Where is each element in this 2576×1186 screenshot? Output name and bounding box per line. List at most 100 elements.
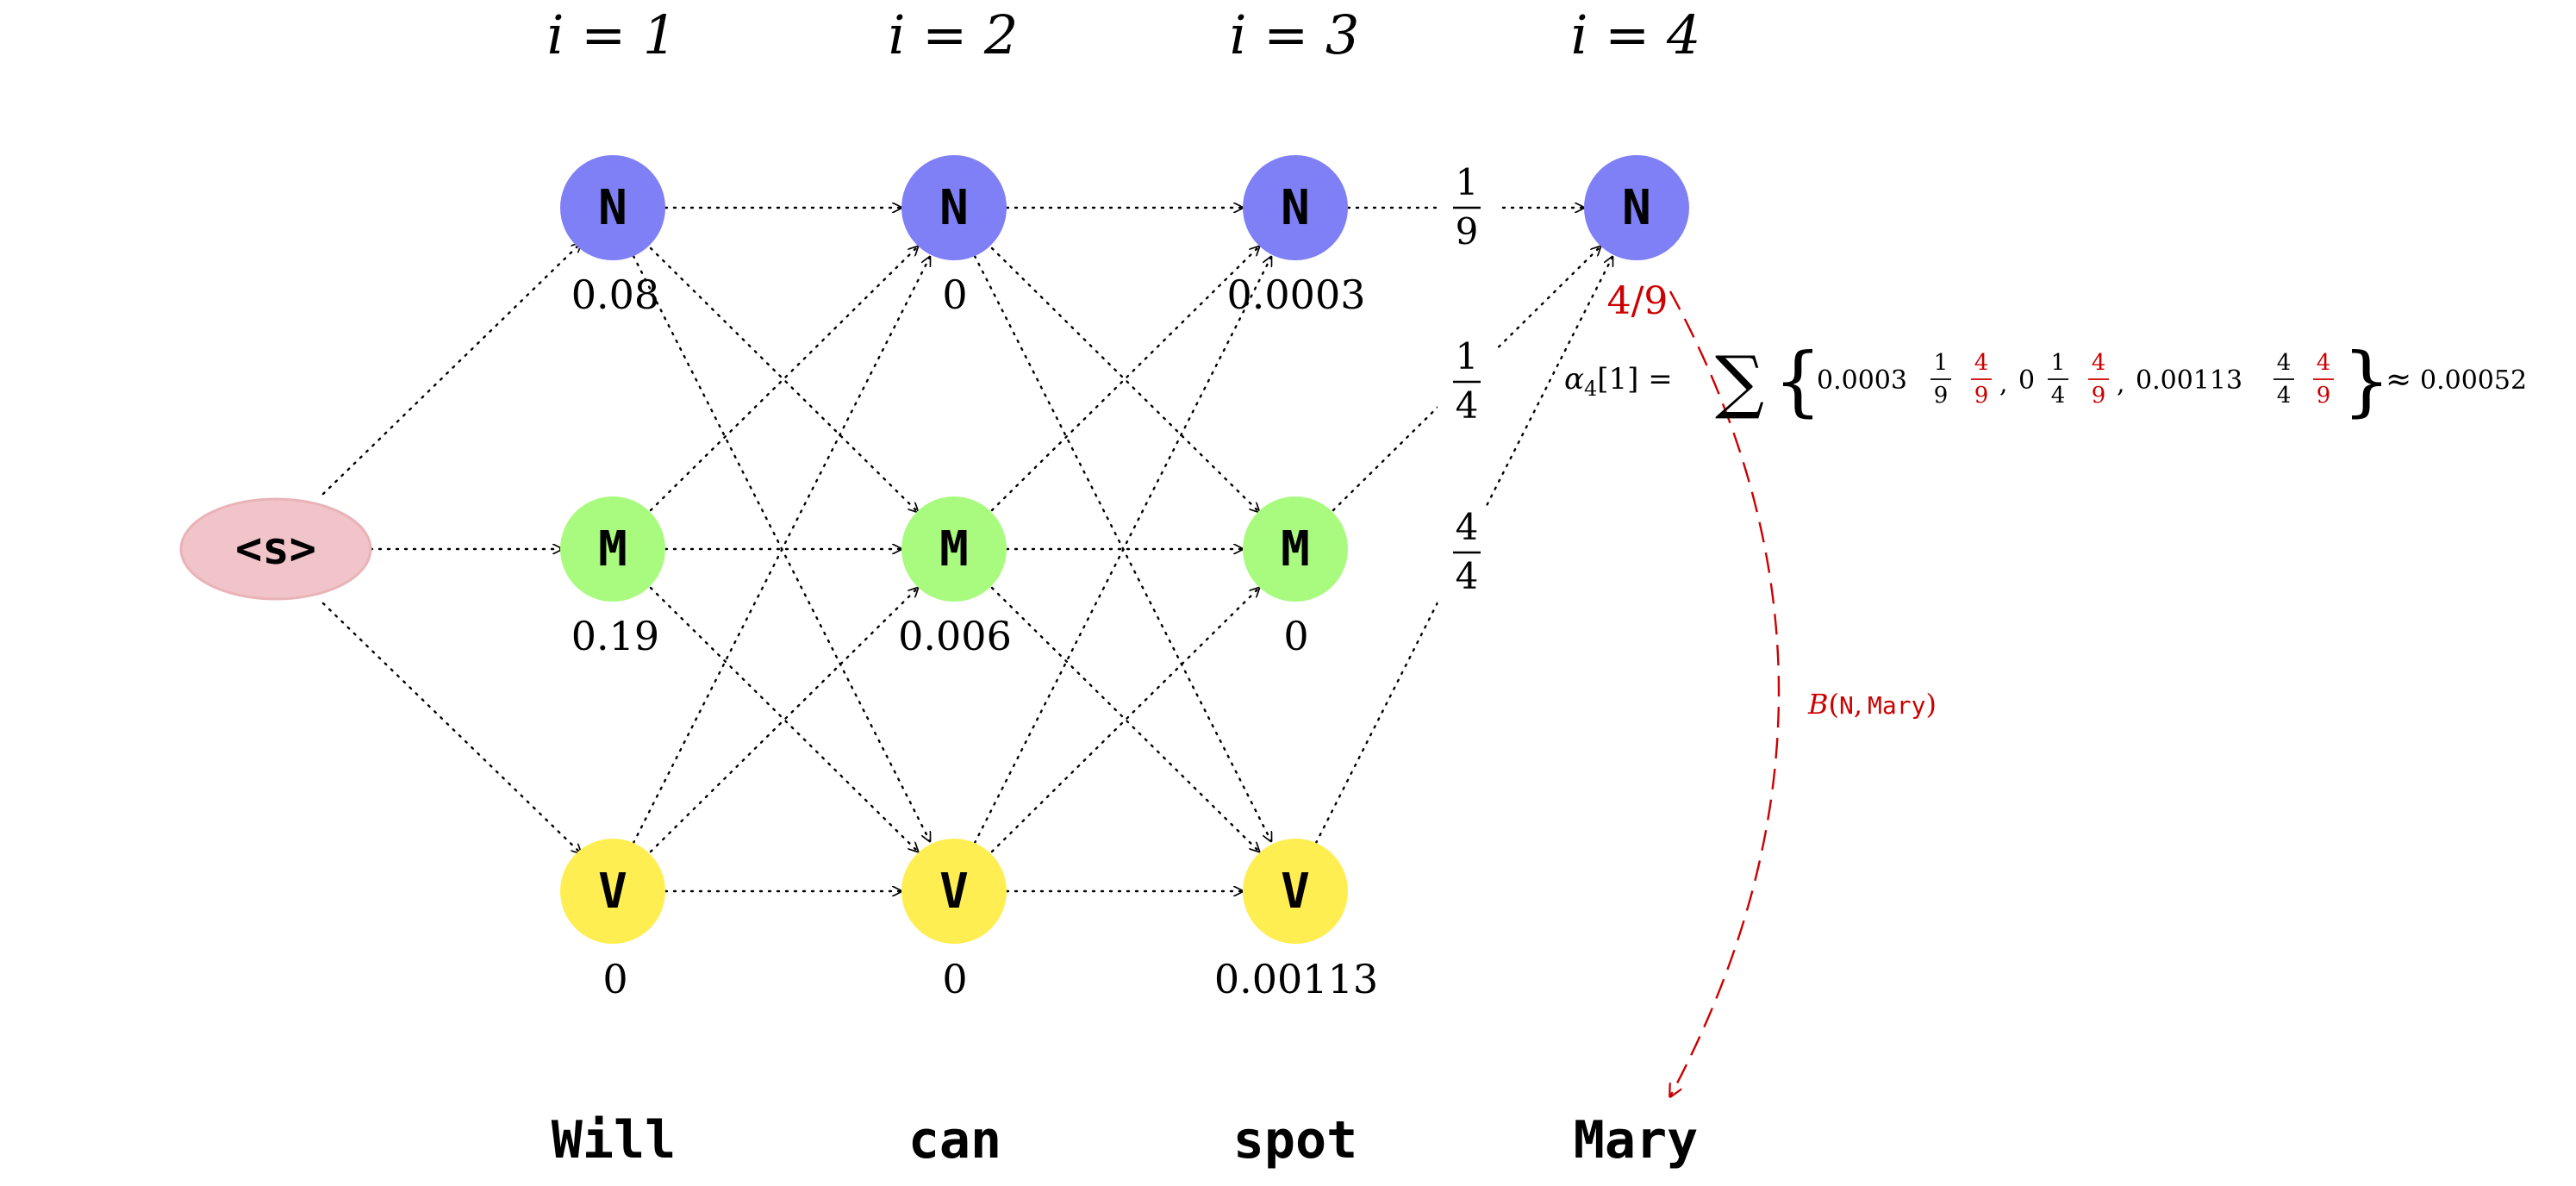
edge-start-V1 — [321, 602, 581, 853]
term-3-value: 0.00113 — [2136, 365, 2242, 396]
term-1-value: 0.0003 — [1817, 365, 1907, 396]
word-2: can — [908, 1110, 1001, 1170]
node-M-col2: M — [901, 496, 1007, 602]
node-N-col3-circle — [1243, 155, 1348, 260]
transition-prob-V-den: 4 — [1456, 555, 1479, 597]
transition-prob-V: 4 4 — [1438, 506, 1498, 603]
transition-prob-N-den: 9 — [1456, 210, 1479, 253]
node-M-col1-label: M — [598, 521, 627, 577]
node-M-col3-circle — [1243, 496, 1348, 602]
term-separator-2: , — [2117, 369, 2125, 399]
edge-M2-N3 — [990, 247, 1259, 512]
transition-prob-V-num: 4 — [1456, 506, 1479, 548]
edge-M1-V2 — [649, 586, 918, 852]
label-backdrop — [1438, 339, 1498, 434]
node-M-col2-label: M — [939, 521, 969, 577]
node-N-col3-label: N — [1281, 180, 1310, 236]
value-N-col2: 0 — [942, 272, 967, 318]
edge-M1-N2 — [649, 247, 918, 512]
term-2-em-num: 4 — [2092, 350, 2106, 376]
term-1-frac-den: 9 — [1934, 383, 1949, 409]
edge-N2-M3 — [990, 247, 1259, 512]
term-separator-1: , — [1999, 369, 2008, 399]
edge-V1-N2 — [632, 257, 930, 845]
value-V-col1: 0 — [602, 956, 627, 1002]
formula-approx: ≈ — [2386, 362, 2411, 397]
node-V-col2: V — [901, 839, 1007, 944]
edge-M3-N4 — [1332, 247, 1600, 512]
node-V-col2-circle — [901, 839, 1007, 944]
value-V-col2: 0 — [942, 956, 967, 1002]
label-backdrop — [1438, 164, 1498, 259]
emission-arrow — [1670, 290, 1781, 1096]
term-1-em-den: 9 — [1974, 383, 1989, 409]
term-3-frac-num: 4 — [2277, 350, 2292, 376]
emission-function-label: B(N,Mary) — [1807, 688, 1937, 721]
value-M-col3: 0 — [1283, 613, 1308, 659]
edge-V1-M2 — [649, 588, 918, 853]
forward-formula: α4[1] = ∑ { 0.0003 1 9 4 9 , 0 1 4 4 9 ,… — [1564, 336, 2527, 425]
term-2-value: 0 — [2018, 365, 2035, 396]
node-N-col4-label: N — [1622, 180, 1651, 236]
node-V-col3-circle — [1243, 839, 1348, 944]
node-N-col3: N — [1243, 155, 1348, 260]
formula-open-brace: { — [1774, 336, 1822, 425]
start-node-shape — [179, 497, 372, 601]
edge-V2-N3 — [973, 257, 1271, 845]
node-N-col2-label: N — [939, 180, 969, 236]
word-4: Mary — [1574, 1110, 1699, 1170]
node-M-col2-circle — [901, 496, 1007, 602]
value-M-col1: 0.19 — [571, 613, 659, 659]
word-1: Will — [552, 1110, 677, 1170]
emission-prob-label: 4/9 — [1607, 279, 1668, 323]
start-node: <s> — [179, 497, 372, 601]
value-N-col1: 0.08 — [571, 272, 659, 318]
column-header-3: i = 3 — [1230, 3, 1360, 66]
value-M-col2: 0.006 — [898, 613, 1012, 659]
transition-prob-M: 1 4 — [1438, 335, 1498, 434]
formula-sum-symbol: ∑ — [1715, 341, 1764, 421]
term-3-em-den: 9 — [2317, 383, 2331, 409]
node-V-col1: V — [560, 839, 665, 944]
transition-prob-M-den: 4 — [1456, 384, 1479, 427]
edge-V2-M3 — [990, 588, 1259, 853]
node-N-col1: N — [560, 155, 665, 260]
node-V-col1-circle — [560, 839, 665, 944]
node-V-col3-label: V — [1281, 864, 1310, 920]
column-header-4: i = 4 — [1571, 3, 1701, 66]
transition-prob-N-num: 1 — [1456, 161, 1479, 203]
value-V-col3: 0.00113 — [1214, 956, 1378, 1002]
node-N-col1-label: N — [598, 180, 627, 236]
node-V-col1-label: V — [598, 864, 627, 920]
edge-start-N1 — [321, 243, 581, 496]
node-M-col3-label: M — [1281, 521, 1310, 577]
transition-prob-M-num: 1 — [1456, 335, 1479, 378]
start-node-label: <s> — [235, 523, 316, 575]
term-2-frac-den: 4 — [2051, 383, 2066, 409]
node-N-col2: N — [901, 155, 1007, 260]
term-2-frac-num: 1 — [2051, 350, 2066, 376]
edge-N1-M2 — [649, 247, 918, 512]
node-V-col2-label: V — [939, 864, 969, 920]
edge-M2-V3 — [990, 586, 1259, 852]
formula-lhs: α4[1] = — [1564, 362, 1673, 401]
node-N-col4: N — [1584, 155, 1689, 260]
term-3-frac-den: 4 — [2277, 383, 2292, 409]
term-3-em-num: 4 — [2317, 350, 2331, 376]
node-M-col1: M — [560, 496, 665, 602]
node-M-col1-circle — [560, 496, 665, 602]
word-3: spot — [1233, 1110, 1358, 1170]
formula-close-brace: } — [2342, 336, 2391, 425]
node-N-col2-circle — [901, 155, 1007, 260]
label-backdrop — [1438, 509, 1498, 603]
term-1-frac-num: 1 — [1934, 350, 1949, 376]
term-2-em-den: 9 — [2092, 383, 2106, 409]
node-N-col4-circle — [1584, 155, 1689, 260]
formula-result: 0.00052 — [2420, 365, 2527, 396]
node-N-col1-circle — [560, 155, 665, 260]
node-M-col3: M — [1243, 496, 1348, 602]
term-1-em-num: 4 — [1974, 350, 1989, 376]
node-V-col3: V — [1243, 839, 1348, 944]
transition-prob-N: 1 9 — [1438, 161, 1498, 259]
